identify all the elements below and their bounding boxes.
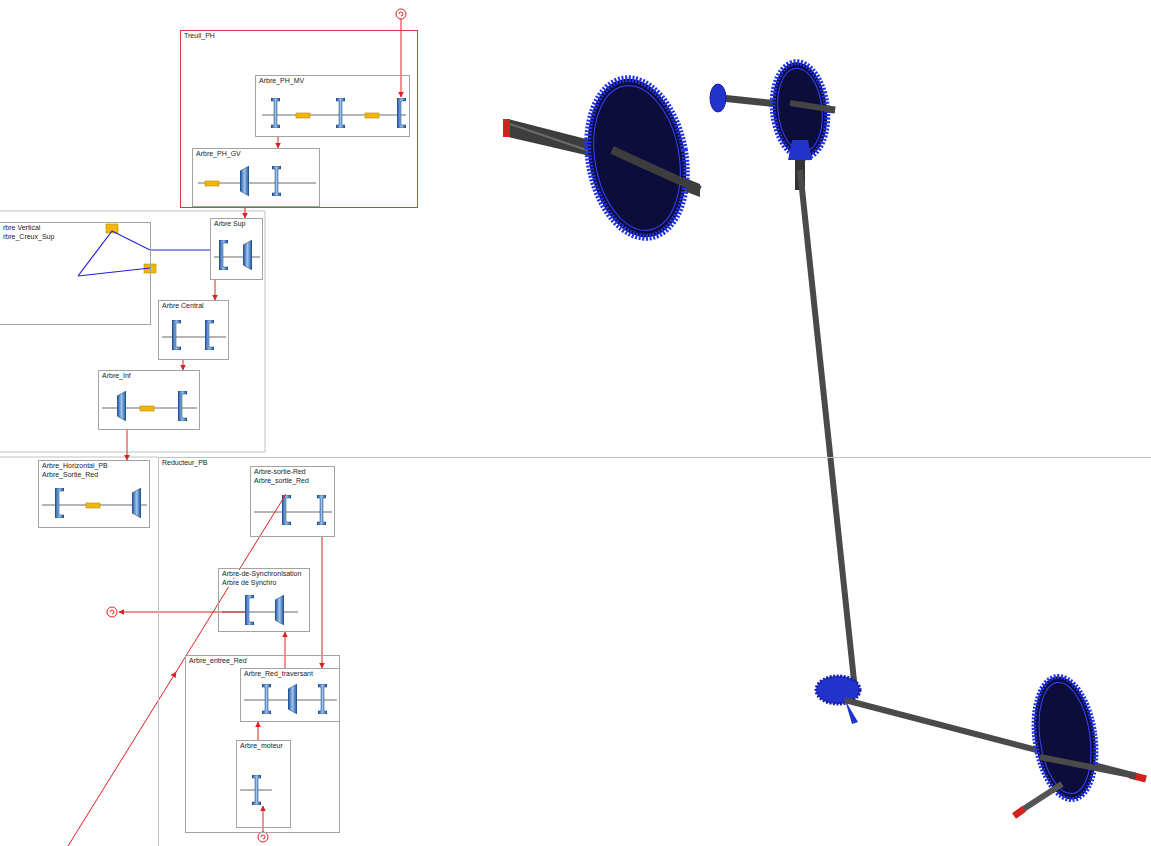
shaft-label: Arbre Sup — [213, 220, 247, 228]
shaft-label: Arbre-sortie-Red — [253, 468, 307, 476]
shaft-box: rbre Verticalrbre_Creux_Sup — [0, 222, 151, 325]
gear-symbol — [55, 98, 406, 805]
shaft-label: Arbre_moteur — [239, 742, 284, 750]
power-flow-arrow — [215, 280, 216, 300]
shaft-label: Arbre_PH_MV — [258, 77, 305, 85]
shaft-label: Treuil_PH — [183, 32, 216, 40]
shaft-box: Arbre_Inf — [98, 370, 200, 430]
power-flow-arrow — [258, 722, 259, 740]
power-flow-arrow — [278, 137, 279, 148]
coupling-lines — [78, 231, 150, 276]
shaft-label: Arbre_Horizontal_PB — [41, 462, 109, 470]
shaft-box: Arbre Central — [158, 300, 229, 360]
power-flow-arrow — [285, 632, 286, 668]
power-flow-arrow — [322, 537, 323, 668]
shaft-box: Arbre_PH_MV — [255, 75, 410, 137]
shaft-lines — [42, 115, 406, 790]
shaft-sublabel: Arbre_Sortie_Red — [41, 471, 99, 479]
shaft-3d-model — [503, 59, 1146, 816]
shaft-box: Arbre_PH_GV — [192, 148, 320, 207]
bearing-symbol — [86, 113, 379, 508]
shaft-box: Arbre_moteur — [236, 740, 291, 828]
shaft-group-box: Arbre_entree_RedArbre_Red_traversantArbr… — [185, 655, 340, 833]
power-flow-arrow — [127, 430, 128, 460]
shaft-sublabel: Arbre_sortie_Red — [253, 477, 310, 485]
group-outline — [0, 457, 158, 458]
shaft-box: Arbre Sup — [210, 218, 263, 280]
shaft-label: Arbre_Inf — [101, 372, 132, 380]
shaft-label: Arbre_Red_traversant — [243, 670, 314, 678]
flow-line — [68, 19, 401, 846]
port-symbol — [107, 9, 406, 842]
group-outline — [0, 211, 265, 452]
shaft-sublabel: rbre_Creux_Sup — [2, 233, 55, 241]
shaft-box: Arbre-de-SynchronisationArbre de Synchro — [218, 568, 310, 632]
shaft-label: Arbre_entree_Red — [188, 657, 248, 665]
shaft-label: Arbre_PH_GV — [195, 150, 242, 158]
shaft-label: rbre Vertical — [2, 224, 41, 232]
shaft-box: Arbre_Horizontal_PBArbre_Sortie_Red — [38, 460, 150, 528]
shaft-label: Arbre Central — [161, 302, 205, 310]
reducer-region: Reducteur_PB Arbre-sortie-RedArbre_sortie… — [158, 457, 1151, 846]
power-flow-arrow — [245, 207, 246, 218]
shaft-box: Arbre-sortie-RedArbre_sortie_Red — [250, 466, 335, 537]
winch-group-frame: Treuil_PH Arbre_PH_MV Arbre_PH_GV — [180, 30, 418, 208]
shaft-label: Arbre-de-Synchronisation — [221, 570, 302, 578]
shaft-sublabel: Arbre de Synchro — [221, 579, 277, 587]
power-flow-arrow — [183, 360, 184, 370]
shaft-box: Arbre_Red_traversant — [240, 668, 340, 722]
shaft-label: Reducteur_PB — [161, 459, 209, 467]
coupling-line — [151, 249, 210, 250]
